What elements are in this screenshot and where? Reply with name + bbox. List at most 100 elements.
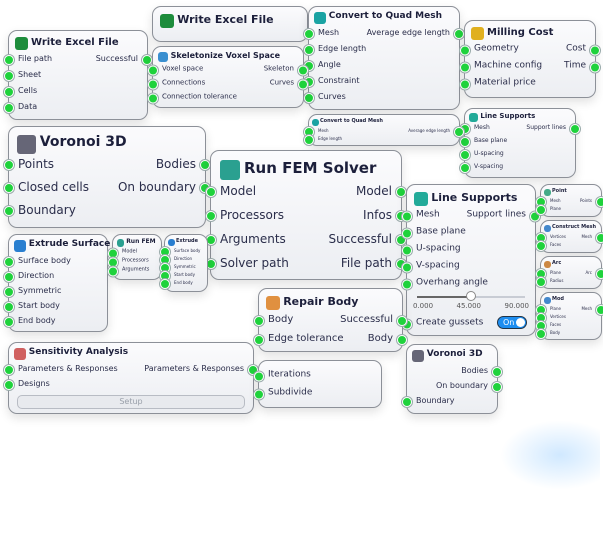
port-dot[interactable] xyxy=(460,163,470,173)
input-port-direction[interactable]: Direction xyxy=(160,255,192,265)
port-dot[interactable] xyxy=(536,205,546,215)
port-dot[interactable] xyxy=(402,279,412,289)
input-port-start-body[interactable]: Start body xyxy=(4,302,60,312)
port-dot[interactable] xyxy=(536,329,546,339)
port-dot[interactable] xyxy=(454,127,464,137)
input-port-designs[interactable]: Designs xyxy=(4,380,50,390)
input-port-subdivide[interactable]: Subdivide xyxy=(254,388,312,399)
input-port-geometry[interactable]: Geometry xyxy=(460,44,519,55)
output-port-on-boundary[interactable]: On boundary xyxy=(436,382,502,392)
port-dot[interactable] xyxy=(254,316,264,326)
input-port-overhang-angle[interactable]: Overhang angle xyxy=(402,278,488,289)
port-dot[interactable] xyxy=(4,365,14,375)
port-dot[interactable] xyxy=(397,316,407,326)
input-port-constraint[interactable]: Constraint xyxy=(304,77,359,87)
write-excel-2-node[interactable]: Write Excel File xyxy=(152,6,308,42)
port-dot[interactable] xyxy=(460,150,470,160)
input-port-plane[interactable]: Plane xyxy=(536,205,561,215)
input-port-curves[interactable]: Curves xyxy=(304,93,346,103)
input-port-create-gussets[interactable]: Create gussets xyxy=(402,318,483,329)
input-port-iterations[interactable]: Iterations xyxy=(254,370,311,381)
input-port-surface-body[interactable]: Surface body xyxy=(4,257,71,267)
port-dot[interactable] xyxy=(148,93,158,103)
output-port-successful[interactable]: Successful xyxy=(340,315,407,326)
output-port-support-lines[interactable]: Support lines xyxy=(526,124,580,134)
port-dot[interactable] xyxy=(402,211,412,221)
port-dot[interactable] xyxy=(4,87,14,97)
port-dot[interactable] xyxy=(304,93,314,103)
port-dot[interactable] xyxy=(200,160,210,170)
output-port-successful[interactable]: Successful xyxy=(96,55,152,65)
input-port-plane[interactable]: Plane xyxy=(536,305,561,315)
port-dot[interactable] xyxy=(4,380,14,390)
input-port-arguments[interactable]: Arguments xyxy=(206,233,286,245)
input-port-processors[interactable]: Processors xyxy=(108,257,149,267)
output-port-file-path[interactable]: File path xyxy=(341,257,406,269)
port-dot[interactable] xyxy=(206,187,216,197)
input-port-symmetric[interactable]: Symmetric xyxy=(160,263,196,273)
port-dot[interactable] xyxy=(590,62,600,72)
port-dot[interactable] xyxy=(142,55,152,65)
port-dot[interactable] xyxy=(460,45,470,55)
output-port-infos[interactable]: Infos xyxy=(363,209,406,221)
input-port-sheet[interactable]: Sheet xyxy=(4,71,41,81)
output-port-parameters-responses[interactable]: Parameters & Responses xyxy=(144,365,258,375)
output-port-mesh[interactable]: Mesh xyxy=(581,305,603,315)
input-port-faces[interactable]: Faces xyxy=(536,241,561,251)
input-port-arguments[interactable]: Arguments xyxy=(108,266,149,276)
output-port-on-boundary[interactable]: On boundary xyxy=(118,181,210,193)
input-port-data[interactable]: Data xyxy=(4,103,37,113)
input-port-points[interactable]: Points xyxy=(4,158,54,170)
port-dot[interactable] xyxy=(160,279,170,289)
input-port-faces[interactable]: Faces xyxy=(536,321,561,331)
input-port-end-body[interactable]: End body xyxy=(4,317,56,327)
output-port-points[interactable]: Points xyxy=(580,197,603,207)
port-dot[interactable] xyxy=(148,65,158,75)
output-port-successful[interactable]: Successful xyxy=(329,233,406,245)
input-port-connection-tolerance[interactable]: Connection tolerance xyxy=(148,93,237,103)
input-port-mesh[interactable]: Mesh xyxy=(304,127,329,137)
input-port-v-spacing[interactable]: V-spacing xyxy=(460,163,503,173)
setup-button[interactable]: Setup xyxy=(17,395,245,409)
port-dot[interactable] xyxy=(596,269,603,279)
input-port-model[interactable]: Model xyxy=(108,248,137,258)
input-port-vertices[interactable]: Vertices xyxy=(536,233,566,243)
output-port-cost[interactable]: Cost xyxy=(566,44,600,55)
input-port-angle[interactable]: Angle xyxy=(304,61,341,71)
output-port-body[interactable]: Body xyxy=(368,334,407,345)
port-dot[interactable] xyxy=(4,302,14,312)
port-dot[interactable] xyxy=(396,187,406,197)
input-port-mesh[interactable]: Mesh xyxy=(402,210,440,221)
output-port-model[interactable]: Model xyxy=(356,185,406,197)
input-port-plane[interactable]: Plane xyxy=(536,269,561,279)
output-port-bodies[interactable]: Bodies xyxy=(461,367,502,377)
output-port-arc[interactable]: Arc xyxy=(586,269,603,279)
output-port-average-edge-length[interactable]: Average edge length xyxy=(408,127,464,137)
input-port-closed-cells[interactable]: Closed cells xyxy=(4,181,89,193)
input-port-symmetric[interactable]: Symmetric xyxy=(4,287,61,297)
port-dot[interactable] xyxy=(4,55,14,65)
port-dot[interactable] xyxy=(460,137,470,147)
port-dot[interactable] xyxy=(254,335,264,345)
output-port-time[interactable]: Time xyxy=(564,61,600,72)
input-port-base-plane[interactable]: Base plane xyxy=(460,137,507,147)
port-dot[interactable] xyxy=(254,389,264,399)
input-port-u-spacing[interactable]: U-spacing xyxy=(460,150,504,160)
port-dot[interactable] xyxy=(536,241,546,251)
port-dot[interactable] xyxy=(596,305,603,315)
port-dot[interactable] xyxy=(254,371,264,381)
input-port-start-body[interactable]: Start body xyxy=(160,271,195,281)
